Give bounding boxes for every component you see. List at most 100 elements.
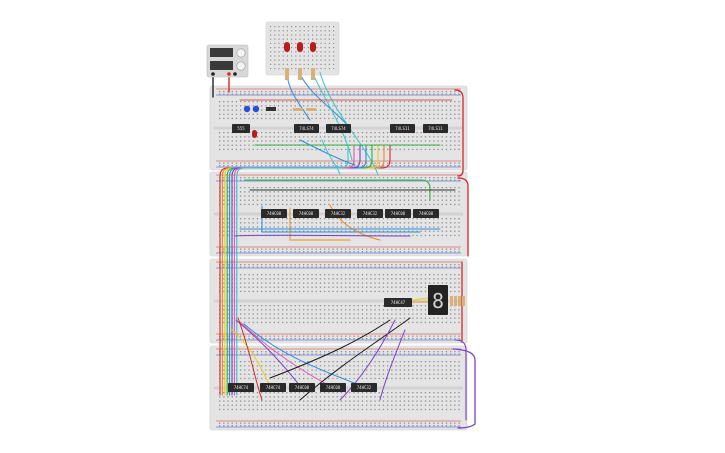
hole	[261, 251, 263, 253]
hole	[315, 404, 317, 406]
hole	[282, 187, 284, 189]
hole	[282, 162, 284, 164]
hole	[282, 351, 284, 353]
hole	[223, 425, 225, 427]
hole	[420, 93, 422, 95]
hole	[399, 353, 401, 355]
hole	[328, 177, 330, 179]
hole	[269, 400, 271, 402]
hole	[244, 286, 246, 288]
hole	[420, 282, 422, 284]
hole	[282, 266, 284, 268]
hole	[370, 317, 372, 319]
hole	[382, 305, 385, 307]
hole	[361, 400, 364, 402]
hole	[437, 351, 439, 353]
hole	[282, 113, 284, 115]
hole	[399, 286, 401, 288]
chip-row4-3	[289, 383, 315, 392]
hole	[248, 282, 250, 284]
hole	[349, 230, 351, 232]
hole	[273, 105, 275, 107]
hole	[445, 177, 448, 179]
hole	[332, 309, 334, 311]
hole	[437, 203, 439, 206]
hole	[273, 136, 275, 138]
hole	[374, 396, 376, 398]
hole	[340, 266, 343, 268]
hole	[424, 365, 427, 367]
hole	[311, 392, 313, 394]
hole	[454, 113, 456, 115]
hole	[399, 313, 401, 315]
hole	[252, 373, 254, 375]
hole	[311, 162, 313, 164]
hole	[370, 353, 372, 355]
hole	[450, 226, 452, 228]
hole	[294, 351, 296, 353]
hole	[458, 321, 460, 324]
hole	[441, 400, 443, 402]
hole	[357, 132, 359, 134]
hole	[441, 230, 443, 232]
hole	[294, 226, 296, 228]
hole	[316, 59, 318, 61]
hole	[315, 230, 317, 232]
hole	[441, 321, 443, 324]
hole	[437, 179, 439, 181]
hole	[450, 266, 452, 268]
hole	[437, 136, 439, 138]
hole	[357, 105, 359, 107]
hole	[294, 177, 296, 179]
hole	[248, 392, 250, 394]
hole	[324, 162, 326, 164]
hole	[458, 109, 460, 111]
hole	[316, 38, 318, 40]
segment-resistor	[450, 296, 453, 306]
hole	[357, 369, 359, 371]
hole	[403, 101, 406, 103]
hole	[316, 26, 318, 28]
hole	[382, 317, 385, 319]
hole	[366, 305, 368, 307]
hole	[345, 105, 347, 107]
hole	[294, 218, 296, 220]
hole	[336, 282, 338, 284]
hole	[429, 369, 431, 371]
signal-wire	[235, 319, 301, 387]
hole	[231, 165, 233, 167]
hole	[403, 248, 406, 250]
hole	[391, 195, 393, 197]
hole	[408, 199, 410, 201]
hole	[265, 274, 267, 276]
hole	[277, 392, 280, 394]
hole	[345, 365, 347, 367]
hole	[382, 132, 385, 134]
hole	[328, 199, 330, 201]
hole	[340, 109, 343, 111]
hole	[349, 392, 351, 394]
hole	[391, 199, 393, 201]
hole	[370, 93, 372, 95]
hole	[273, 361, 275, 363]
hole	[445, 317, 448, 319]
hole	[408, 187, 410, 189]
hole	[420, 377, 422, 380]
hole	[370, 404, 372, 406]
hole	[269, 286, 271, 288]
hole	[315, 400, 317, 402]
hole	[311, 290, 313, 293]
hole	[286, 203, 288, 206]
hole	[277, 264, 280, 266]
hole	[311, 199, 313, 201]
hole	[315, 365, 317, 367]
hole	[445, 195, 448, 197]
hole	[332, 278, 334, 280]
hole	[324, 361, 326, 363]
hole	[256, 425, 259, 427]
hole	[450, 144, 452, 146]
hole	[307, 218, 309, 220]
hole	[244, 408, 246, 411]
hole	[324, 290, 326, 293]
